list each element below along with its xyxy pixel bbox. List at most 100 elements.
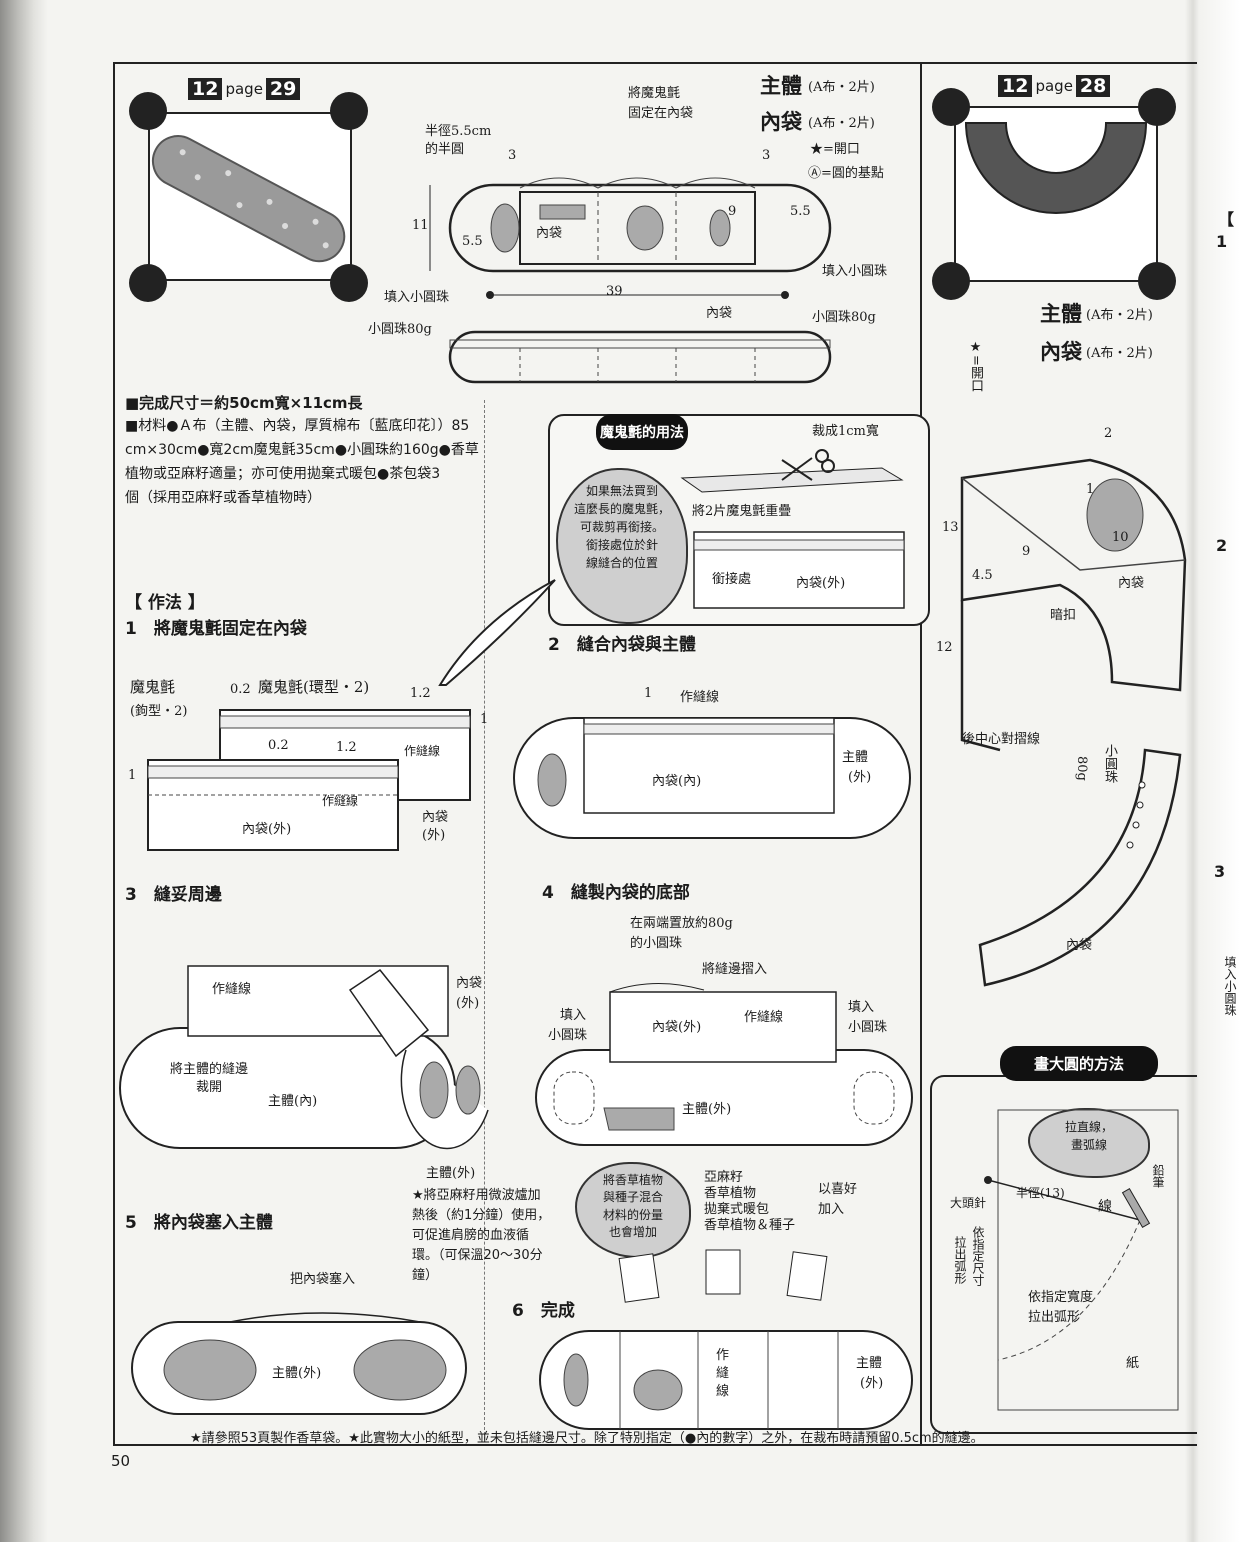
r-title-main-note: (A布・2片) [1086,308,1153,323]
product-photo [148,112,352,281]
herb-item-1: 亞麻籽 [704,1170,744,1185]
velcro-tip-cloud: 如果無法買到 這麼長的魔鬼氈， 可裁剪再銜接。 銜接處位於針 線縫合的位置 [556,468,688,624]
s1-stitch-b: 作縫線 [322,794,359,808]
r-title-inner: 內袋 [1040,339,1082,364]
herb-tip-4: 也會增加 [608,1225,657,1240]
herb-item-4: 香草植物＆種子 [704,1218,796,1233]
photo2-corner-tr [1138,88,1176,126]
circle-paper: 紙 [1126,1356,1140,1371]
s4-place-beads: 在兩端置放約80g [630,916,733,931]
circle-pin: 大頭針 [950,1196,987,1210]
s2-main-side: (外) [848,770,872,785]
dim-39: 39 [606,284,623,299]
s6-main-side: (外) [860,1376,884,1391]
long-pillow-illustration [151,135,346,263]
circle-size-note-1: 依指定尺寸 [971,1226,985,1286]
page-word: page [225,80,263,98]
project-number: 12 [188,78,223,100]
column-divider [484,400,485,1440]
photo2-corner-tl [932,88,970,126]
r-snap-label: 暗扣 [1050,608,1077,623]
dim-3-left: 3 [508,148,517,163]
circle-radius: 半徑(13) [1016,1186,1065,1200]
pattern-title-inner-note: (A布・2片) [808,116,875,131]
next-page-edge [1185,0,1240,1542]
circle-arc-note-2: 拉出弧形 [1028,1310,1081,1325]
dim-5-5-left: 5.5 [462,234,483,249]
herb-tip-3: 材料的份量 [602,1207,663,1222]
s5-main-out: 主體(外) [272,1366,322,1381]
dim-3-right: 3 [762,148,771,163]
herb-item-2: 香草植物 [704,1186,757,1201]
page-word-right: page [1035,77,1073,95]
velcro-strip-illustration [680,449,905,609]
project-badge: 12 page 29 [188,76,301,102]
microwave-note-2: 熱後（約1分鐘）使用， [412,1208,551,1223]
dim-9: 9 [728,204,737,219]
herb-item-3: 拋棄式暖包 [704,1202,770,1217]
finished-size: ■完成尺寸＝約50cm寬×11cm長 [125,394,363,412]
next-page-step-3: 3 [1214,862,1226,881]
pattern-title-main: 主體 [760,73,802,98]
photo-corner-tr [330,92,368,130]
s1-inner-side: (外) [422,828,446,843]
s4-fill-left-2: 小圓珠 [548,1028,588,1043]
tea-bags-illustration [618,1249,828,1303]
s3-main-in: 主體(內) [268,1094,318,1109]
step-1-illustration [147,709,471,851]
step-2-title: 2 縫合內袋與主體 [548,635,696,655]
s3-trim-note-2: 裁開 [196,1080,223,1095]
velcro-tip-2: 這麼長的魔鬼氈， [573,502,670,516]
s5-insert: 把內袋塞入 [290,1272,356,1287]
s4-fill-right: 填入 [848,1000,875,1015]
r-dim-12: 12 [936,640,953,655]
s4-place-beads-2: 的小圓珠 [630,936,683,951]
radius-note-2: 的半圓 [425,142,465,157]
s4-fill-left: 填入 [560,1008,587,1023]
circle-pencil: 鉛筆 [1151,1164,1165,1188]
r-dim-9: 9 [1022,544,1031,559]
u-pillow-illustration [964,122,1148,214]
s1-hook-count: (鉤型・2) [130,704,188,719]
s1-inner-out: 內袋(外) [242,822,292,837]
velcro-tip-1: 如果無法買到 [585,484,658,498]
r-bead-label: 小圓珠 [1102,744,1117,783]
circle-method-diagram [984,1109,1179,1411]
fill-beads-right: 填入小圓珠 [822,264,888,279]
step-4-illustration [535,983,913,1146]
s3-inner: 內袋 [456,976,483,991]
bead-amount-right: 小圓珠80g [812,310,876,325]
herb-tip-2: 與種子混合 [602,1190,663,1205]
r-star-note: ★=開口 [968,340,983,392]
velcro-fix-note-1: 將魔鬼氈 [628,86,681,101]
velcro-cut-note: 裁成1cm寬 [812,424,879,439]
next-page-step-2: 2 [1216,536,1228,555]
r-fold-line: 後中心對摺線 [962,732,1041,747]
herb-pref-2: 加入 [818,1202,845,1217]
step-3-title: 3 縫妥周邊 [125,885,222,905]
reference-page-number-right: 28 [1075,75,1111,97]
s2-main: 主體 [842,750,869,765]
materials-line-1: ■材料●Ａ布（主體、內袋，厚質棉布〔藍底印花〕）85 [125,418,470,434]
circle-tip-cloud: 拉直線， 畫弧線 [1028,1108,1150,1178]
microwave-note-3: 可促進肩膀的血液循 [412,1228,530,1243]
velcro-inner-label: 內袋(外) [796,576,846,591]
photo-corner-bl [129,264,167,302]
next-page-bracket: 【 [1218,210,1235,229]
s1-dim-1-2b: 1.2 [336,740,357,755]
s4-main-out: 主體(外) [682,1102,732,1117]
page-number: 50 [111,1452,131,1470]
microwave-note-5: 鐘） [412,1268,439,1283]
s6-stitch-1: 作 [716,1348,730,1363]
radius-note-1: 半徑5.5cm [425,124,492,139]
step-6-title: 6 完成 [512,1301,575,1321]
circle-tip-1: 拉直線， [1064,1120,1113,1134]
s2-inner-in: 內袋(內) [652,774,702,789]
velcro-tip-4: 銜接處位於針 [585,538,658,552]
s4-inner-out: 內袋(外) [652,1020,702,1035]
s3-trim-note: 將主體的縫邊 [170,1062,249,1077]
photo2-corner-bl [932,262,970,300]
callout-pointer [438,579,556,686]
materials-line-4: 個（採用亞麻籽或香草植物時） [125,490,321,506]
microwave-note-1: ★將亞麻籽用微波爐加 [412,1188,541,1203]
